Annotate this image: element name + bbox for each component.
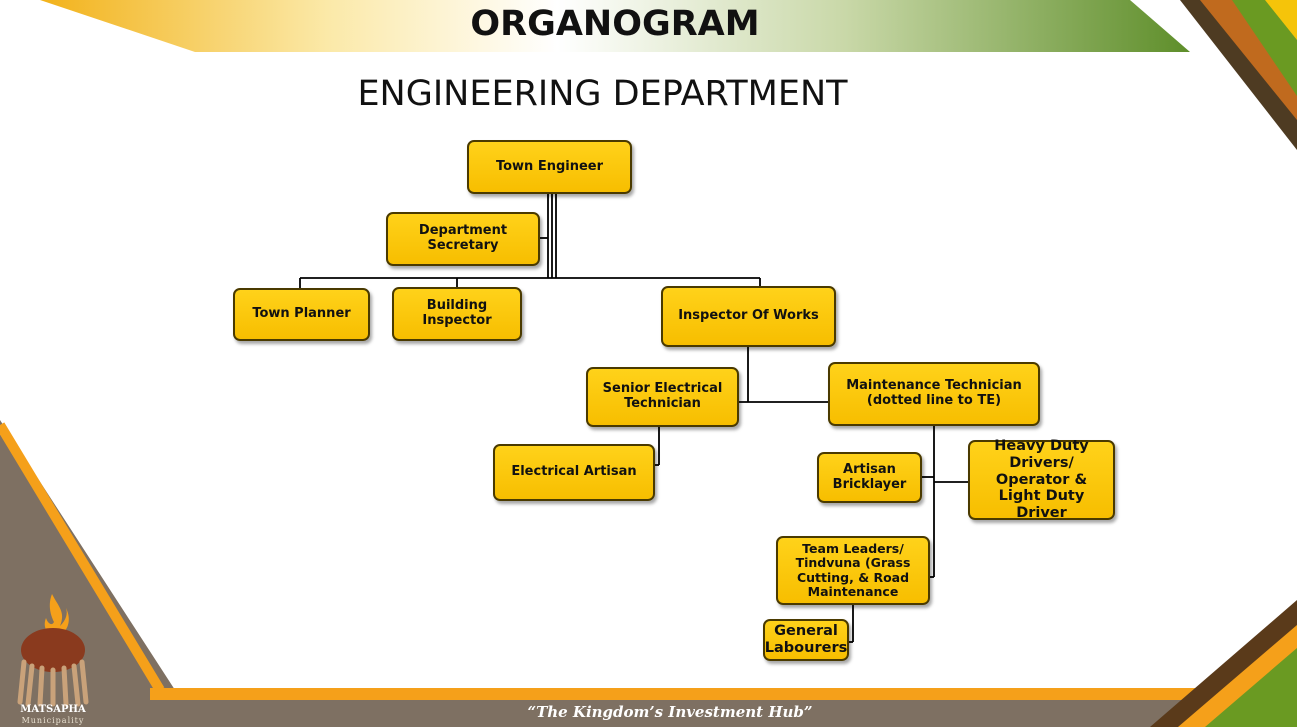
footer-tagline: “The Kingdom’s Investment Hub”: [527, 703, 813, 721]
node-label: Building Inspector: [422, 298, 492, 328]
node-inspector-of-works: Inspector Of Works: [661, 286, 836, 347]
node-artisan-bricklayer: Artisan Bricklayer: [817, 452, 922, 503]
node-building-inspector: Building Inspector: [392, 287, 522, 341]
node-heavy-duty-drivers: Heavy Duty Drivers/ Operator & Light Dut…: [968, 438, 1115, 522]
node-label: Senior Electrical Technician: [602, 381, 723, 411]
node-label: Electrical Artisan: [511, 464, 637, 480]
node-general-labourers: General Labourers: [763, 619, 849, 661]
node-label: Artisan Bricklayer: [832, 461, 907, 492]
node-label: Department Secretary: [418, 223, 508, 253]
node-label: Town Engineer: [495, 158, 604, 174]
node-electrical-artisan: Electrical Artisan: [493, 444, 655, 501]
municipality-logo: [17, 594, 89, 707]
page-title: ORGANOGRAM: [470, 4, 760, 44]
logo-name: MATSAPHA: [20, 704, 86, 715]
node-senior-electrical-technician: Senior Electrical Technician: [586, 367, 739, 427]
node-town-planner: Town Planner: [233, 288, 370, 341]
node-town-engineer: Town Engineer: [467, 140, 632, 194]
node-team-leaders: Team Leaders/ Tindvuna (Grass Cutting, &…: [776, 536, 930, 605]
node-label: General Labourers: [764, 623, 848, 656]
page-subtitle: ENGINEERING DEPARTMENT: [357, 74, 848, 114]
node-label: Town Planner: [252, 306, 351, 322]
node-label-note: (dotted line to TE): [866, 393, 1002, 408]
node-label: Inspector Of Works: [678, 308, 819, 324]
node-label: Maintenance Technician: [846, 378, 1022, 394]
node-label: Heavy Duty Drivers/ Operator & Light Dut…: [994, 438, 1089, 522]
node-label: Team Leaders/ Tindvuna (Grass Cutting, &…: [795, 540, 911, 599]
logo-subtitle: Municipality: [21, 716, 85, 725]
node-department-secretary: Department Secretary: [386, 212, 540, 266]
node-maintenance-technician: Maintenance Technician (dotted line to T…: [828, 362, 1040, 426]
